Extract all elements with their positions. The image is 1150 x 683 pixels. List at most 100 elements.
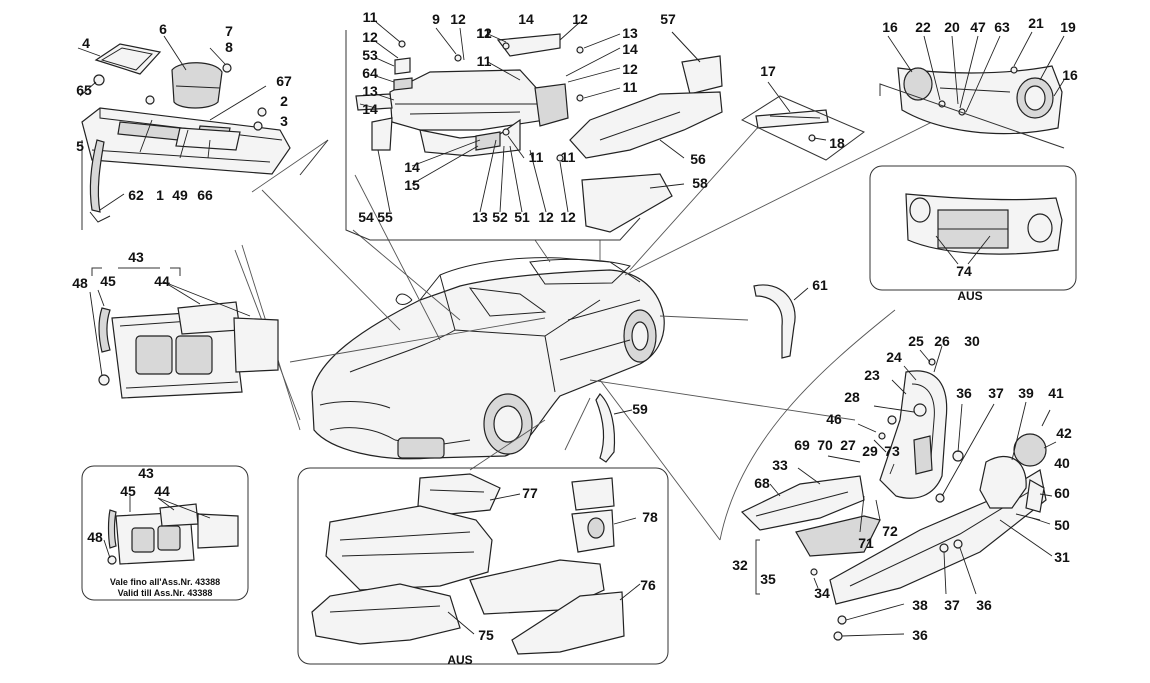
callout-number: 44 (154, 483, 170, 499)
callout-number: 49 (172, 187, 188, 203)
top-center-assembly (345, 21, 641, 241)
callout-number: 48 (72, 275, 88, 291)
callout-number: 14 (518, 11, 534, 27)
callout-number: 8 (225, 39, 233, 55)
aus-label-rear-panel: AUS (957, 289, 982, 303)
aus-label-bottom: AUS (447, 653, 472, 667)
callout-number: 19 (1060, 19, 1076, 35)
callout-number: 58 (692, 175, 708, 191)
callout-number: 47 (970, 19, 986, 35)
callout-number: 4 (82, 35, 90, 51)
validity-note-italian: Vale fino all'Ass.Nr. 43388 (110, 577, 220, 587)
callout-number: 12 (622, 61, 638, 77)
callout-number: 24 (886, 349, 902, 365)
top-left-assembly (77, 35, 329, 230)
callout-number: 25 (908, 333, 924, 349)
callout-number: 50 (1054, 517, 1070, 533)
callout-number: 6 (159, 21, 167, 37)
callout-number: 14 (622, 41, 638, 57)
callout-number: 42 (1056, 425, 1072, 441)
callout-number: 14 (404, 159, 420, 175)
callout-number: 36 (912, 627, 928, 643)
callout-number: 30 (964, 333, 980, 349)
callout-number: 34 (814, 585, 830, 601)
callout-number: 35 (760, 571, 776, 587)
callout-number: 12 (538, 209, 554, 225)
callout-number: 76 (640, 577, 656, 593)
callout-number: 11 (623, 79, 638, 95)
bottom-center-box: AUS (297, 467, 669, 667)
callout-number: 16 (1062, 67, 1078, 83)
right-bracket-group (569, 31, 723, 233)
bottom-left-box: Vale fino all'Ass.Nr. 43388 Valid till A… (81, 465, 249, 601)
callout-number: 7 (225, 23, 233, 39)
callout-number: 2 (280, 93, 288, 109)
callout-number: 63 (994, 19, 1010, 35)
callout-number: 65 (76, 82, 92, 98)
callout-number: 46 (826, 411, 842, 427)
callout-number: 72 (882, 523, 898, 539)
callout-number: 37 (944, 597, 960, 613)
callout-number: 62 (128, 187, 144, 203)
callout-number: 37 (988, 385, 1004, 401)
callout-number: 66 (197, 187, 213, 203)
callout-number: 67 (276, 73, 292, 89)
callout-number: 60 (1054, 485, 1070, 501)
callout-number: 36 (956, 385, 972, 401)
callout-number: 53 (362, 47, 378, 63)
callout-number: 12 (476, 25, 492, 41)
callout-number: 13 (362, 83, 378, 99)
callout-number: 9 (432, 11, 440, 27)
callout-number: 43 (138, 465, 154, 481)
callout-number: 31 (1054, 549, 1070, 565)
rear-panel-box: AUS (869, 165, 1077, 303)
callout-number: 57 (660, 11, 676, 27)
callout-number: 48 (87, 529, 103, 545)
callout-number: 13 (622, 25, 638, 41)
callout-number: 77 (522, 485, 538, 501)
callout-number: 12 (572, 11, 588, 27)
callout-number: 28 (844, 389, 860, 405)
callout-number: 12 (362, 29, 378, 45)
callout-number: 11 (363, 9, 378, 25)
callout-number: 20 (944, 19, 960, 35)
callout-number: 64 (362, 65, 378, 81)
callout-number: 32 (732, 557, 748, 573)
callout-number: 54 (358, 209, 374, 225)
callout-number: 70 (817, 437, 833, 453)
callout-number: 27 (840, 437, 856, 453)
callout-number: 29 (862, 443, 878, 459)
car-illustration (311, 257, 665, 460)
callout-number: 55 (377, 209, 393, 225)
callout-number: 11 (561, 149, 576, 165)
callout-number: 39 (1018, 385, 1034, 401)
callout-number: 11 (477, 53, 492, 69)
left-middle-assembly (89, 267, 279, 399)
callout-number: 22 (915, 19, 931, 35)
right-lower-assembly (740, 345, 1057, 641)
callout-number: 40 (1054, 455, 1070, 471)
callout-number: 18 (829, 135, 845, 151)
top-right-assembly (740, 31, 1065, 161)
callout-number: 11 (529, 149, 544, 165)
callout-number: 45 (100, 273, 116, 289)
callout-number: 43 (128, 249, 144, 265)
callout-number: 11 (477, 25, 492, 41)
callout-number: 74 (956, 263, 972, 279)
callout-number: 59 (632, 401, 648, 417)
callout-number: 61 (812, 277, 828, 293)
callout-number: 14 (362, 101, 378, 117)
callout-number: 13 (472, 209, 488, 225)
callout-number: 33 (772, 457, 788, 473)
callout-number: 52 (492, 209, 508, 225)
callout-number: 26 (934, 333, 950, 349)
callout-number: 56 (690, 151, 706, 167)
callout-number: 5 (76, 138, 84, 154)
callout-number: 78 (642, 509, 658, 525)
callout-number: 69 (794, 437, 810, 453)
callout-number: 51 (514, 209, 530, 225)
callout-number: 68 (754, 475, 770, 491)
callout-number: 71 (858, 535, 874, 551)
callout-number: 15 (404, 177, 420, 193)
